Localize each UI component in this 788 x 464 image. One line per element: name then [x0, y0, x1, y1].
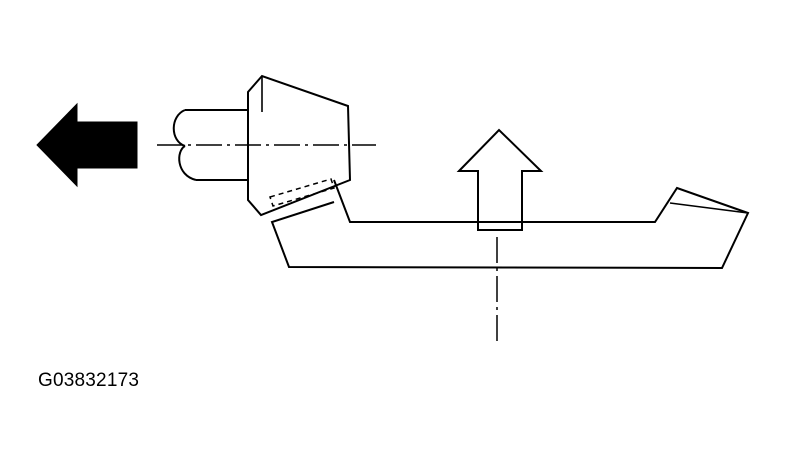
pinion-gear — [247, 74, 352, 217]
hollow-up-arrow-icon — [456, 128, 544, 231]
solid-left-arrow-icon — [36, 102, 138, 188]
pinion-shaft — [172, 109, 248, 181]
ring-gear — [270, 179, 750, 270]
figure-id-label: G03832173 — [38, 370, 140, 391]
